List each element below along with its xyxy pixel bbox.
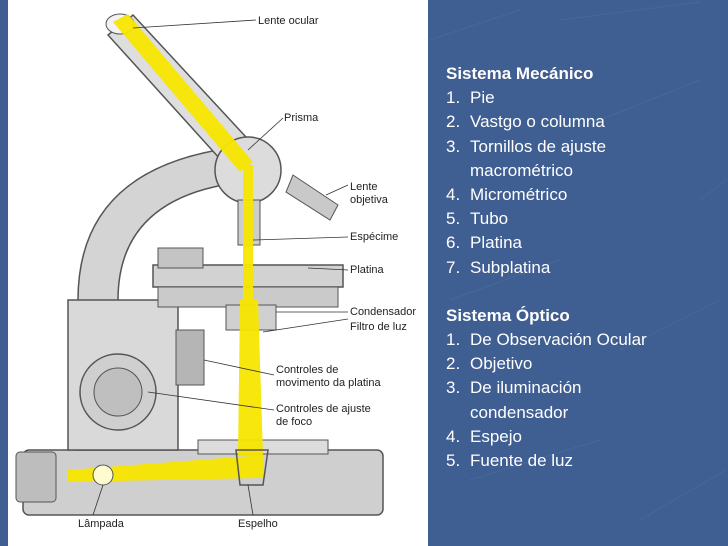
list-item: 5. Tubo	[446, 207, 716, 231]
microscope-diagram: Lente ocular Prisma Lente objetiva Espéc…	[15, 13, 416, 530]
item-text: Fuente de luz	[470, 451, 574, 471]
item-text: Subplatina	[470, 257, 551, 277]
item-text: macrométrico	[470, 160, 573, 180]
mirror	[235, 449, 269, 486]
lamp	[92, 464, 114, 486]
label-prisma: Prisma	[284, 112, 319, 124]
item-text: Espejo	[470, 426, 522, 446]
list-item: 6. Platina	[446, 231, 716, 255]
item-text: Tornillos de ajuste	[470, 136, 607, 156]
base-top-plate	[197, 439, 329, 455]
item-number: 4.	[446, 426, 461, 446]
list-item-continuation: condensador	[446, 401, 716, 425]
base-left-end	[15, 451, 57, 503]
item-number: 2.	[446, 354, 461, 374]
label-lampada: Lâmpada	[78, 518, 125, 530]
item-number: 1.	[446, 88, 461, 108]
label-lente-ocular: Lente ocular	[258, 15, 319, 27]
item-text: De Observación Ocular	[470, 330, 647, 350]
item-number: 7.	[446, 257, 461, 277]
objective-lens	[285, 174, 339, 221]
item-text: Objetivo	[470, 354, 533, 374]
item-number: 3.	[446, 378, 461, 398]
list-item: 7. Subplatina	[446, 256, 716, 280]
section-spacer	[446, 280, 716, 304]
item-number: 1.	[446, 330, 461, 350]
item-text: De iluminación	[470, 378, 582, 398]
list-item: 4. Micrométrico	[446, 183, 716, 207]
item-number: 2.	[446, 112, 461, 132]
label-filtro-de-luz: Filtro de luz	[350, 321, 407, 333]
list-item: 5. Fuente de luz	[446, 449, 716, 473]
label-platina: Platina	[350, 264, 385, 276]
label-controles-platina-2: movimento da platina	[276, 377, 381, 389]
label-espelho: Espelho	[238, 518, 278, 530]
list-item: 3. De iluminación	[446, 376, 716, 400]
item-text: Tubo	[470, 209, 509, 229]
label-lente-objetiva-2: objetiva	[350, 194, 389, 206]
list-item: 4. Espejo	[446, 425, 716, 449]
item-text: Micrométrico	[470, 185, 568, 205]
label-controles-platina-1: Controles de	[276, 364, 338, 376]
label-condensador: Condensador	[350, 306, 416, 318]
item-number: 3.	[446, 136, 461, 156]
focus-knob-inner	[93, 367, 143, 417]
list-item: 2. Vastgo o columna	[446, 110, 716, 134]
list-item: 2. Objetivo	[446, 352, 716, 376]
sistema-optico-list: 1. De Observación Ocular 2. Objetivo 3. De …	[446, 328, 716, 473]
sistema-mecanico-title: Sistema Mecánico	[446, 64, 594, 83]
light-beam	[68, 14, 263, 482]
label-controles-foco-1: Controles de ajuste	[276, 403, 371, 415]
list-item: 1. De Observación Ocular	[446, 328, 716, 352]
item-number: 4.	[446, 185, 461, 205]
list-item: 1. Pie	[446, 86, 716, 110]
list-item: 3. Tornillos de ajuste	[446, 135, 716, 159]
list-item-continuation: macrométrico	[446, 159, 716, 183]
label-especime: Espécime	[350, 231, 398, 243]
sistema-mecanico-list: 1. Pie 2. Vastgo o columna 3. Tornillos de …	[446, 86, 716, 280]
item-number: 6.	[446, 233, 461, 253]
item-text: Vastgo o columna	[470, 112, 605, 132]
stage-control-knob	[175, 329, 205, 386]
item-text: Platina	[470, 233, 522, 253]
stage-clip	[157, 247, 204, 269]
label-lente-objetiva-1: Lente	[350, 181, 378, 193]
item-text: condensador	[470, 402, 569, 422]
info-panel: Sistema Mecánico 1. Pie 2. Vastgo o column…	[446, 62, 716, 473]
label-controles-foco-2: de foco	[276, 416, 312, 428]
item-number: 5.	[446, 209, 461, 229]
item-text: Pie	[470, 88, 495, 108]
item-number: 5.	[446, 451, 461, 471]
microscope-diagram-panel: Lente ocular Prisma Lente objetiva Espéc…	[8, 0, 428, 546]
sistema-optico-title: Sistema Óptico	[446, 305, 570, 325]
